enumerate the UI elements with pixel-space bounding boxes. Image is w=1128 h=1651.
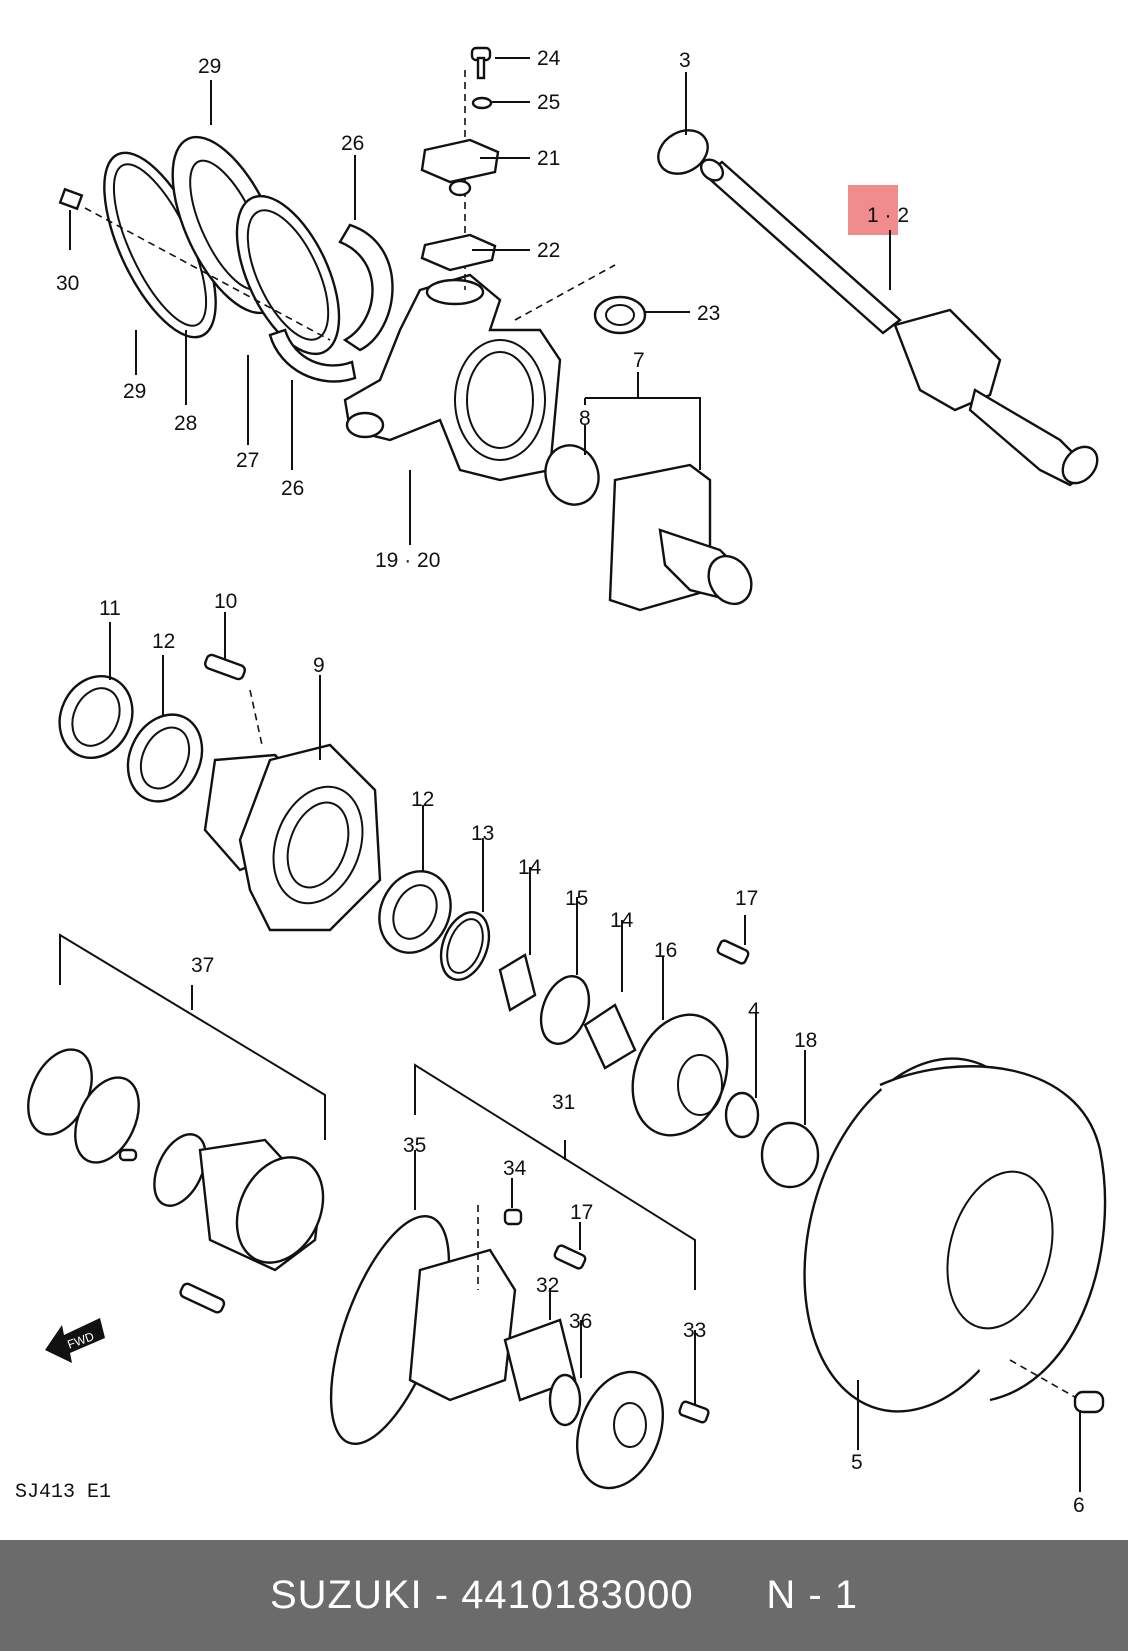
label-14-b: 14 bbox=[610, 909, 634, 932]
label-12-left: 12 bbox=[152, 630, 175, 653]
page-indicator: N - 1 bbox=[766, 1573, 859, 1617]
spindle-7 bbox=[544, 444, 753, 612]
label-34: 34 bbox=[503, 1157, 527, 1180]
label-13: 13 bbox=[471, 822, 494, 845]
label-3: 3 bbox=[679, 49, 691, 72]
label-9: 9 bbox=[313, 654, 325, 677]
label-12-right: 12 bbox=[411, 788, 434, 811]
label-24: 24 bbox=[537, 47, 561, 70]
kingpin-parts bbox=[420, 46, 500, 272]
backing-plate-group bbox=[58, 135, 394, 383]
hub-group bbox=[58, 653, 637, 1070]
label-30: 30 bbox=[56, 272, 79, 295]
label-8: 8 bbox=[579, 407, 591, 430]
label-17-top: 17 bbox=[735, 887, 758, 910]
oil-seal-23 bbox=[593, 295, 647, 335]
label-33: 33 bbox=[683, 1319, 706, 1342]
highlight-box bbox=[848, 185, 898, 235]
locking-hub-assembly bbox=[27, 933, 326, 1314]
leader-lines bbox=[69, 57, 1081, 1492]
label-28: 28 bbox=[174, 412, 197, 435]
label-17-bottom: 17 bbox=[570, 1201, 593, 1224]
label-7: 7 bbox=[633, 349, 645, 372]
label-10: 10 bbox=[214, 590, 237, 613]
label-31: 31 bbox=[552, 1091, 575, 1114]
brake-drum bbox=[803, 1057, 1107, 1414]
label-35: 35 bbox=[403, 1134, 426, 1157]
axle-shaft bbox=[699, 158, 1099, 487]
label-22: 22 bbox=[537, 239, 560, 262]
label-15: 15 bbox=[565, 887, 588, 910]
label-36: 36 bbox=[569, 1310, 592, 1333]
fwd-arrow-icon: FWD bbox=[45, 1318, 105, 1363]
exploded-parts-diagram: FWD bbox=[15, 46, 1107, 1517]
brand-name: SUZUKI bbox=[269, 1573, 423, 1617]
label-26-top: 26 bbox=[341, 132, 364, 155]
steering-knuckle bbox=[343, 70, 562, 482]
label-37: 37 bbox=[191, 954, 214, 977]
diagram-code: SJ413 E1 bbox=[15, 1481, 111, 1504]
drive-flange bbox=[631, 939, 820, 1189]
label-11: 11 bbox=[99, 597, 121, 620]
label-5: 5 bbox=[851, 1451, 863, 1474]
label-26-bottom: 26 bbox=[281, 477, 304, 500]
label-1-2: 1 · 2 bbox=[867, 204, 909, 227]
label-29-bottom: 29 bbox=[123, 380, 146, 403]
label-27: 27 bbox=[236, 449, 259, 472]
label-6: 6 bbox=[1073, 1494, 1085, 1517]
spacer bbox=[694, 1573, 767, 1617]
label-18: 18 bbox=[794, 1029, 817, 1052]
free-wheel-hub bbox=[329, 1063, 710, 1490]
label-16: 16 bbox=[654, 939, 677, 962]
label-4: 4 bbox=[748, 999, 760, 1022]
part-number: 4410183000 bbox=[461, 1573, 694, 1617]
separator: - bbox=[422, 1573, 462, 1617]
label-14-a: 14 bbox=[518, 856, 542, 879]
label-23: 23 bbox=[697, 302, 720, 325]
label-32: 32 bbox=[536, 1274, 559, 1297]
label-29-top: 29 bbox=[198, 55, 221, 78]
part-labels: 29 30 29 28 27 26 26 24 25 21 22 23 19 ·… bbox=[15, 47, 1085, 1517]
label-25: 25 bbox=[537, 91, 560, 114]
label-21: 21 bbox=[537, 147, 560, 170]
footer-bar: SUZUKI - 4410183000 N - 1 bbox=[0, 1540, 1128, 1651]
washer-3 bbox=[657, 129, 709, 175]
label-19-20: 19 · 20 bbox=[375, 549, 440, 572]
footer-caption: SUZUKI - 4410183000 N - 1 bbox=[270, 1573, 858, 1618]
